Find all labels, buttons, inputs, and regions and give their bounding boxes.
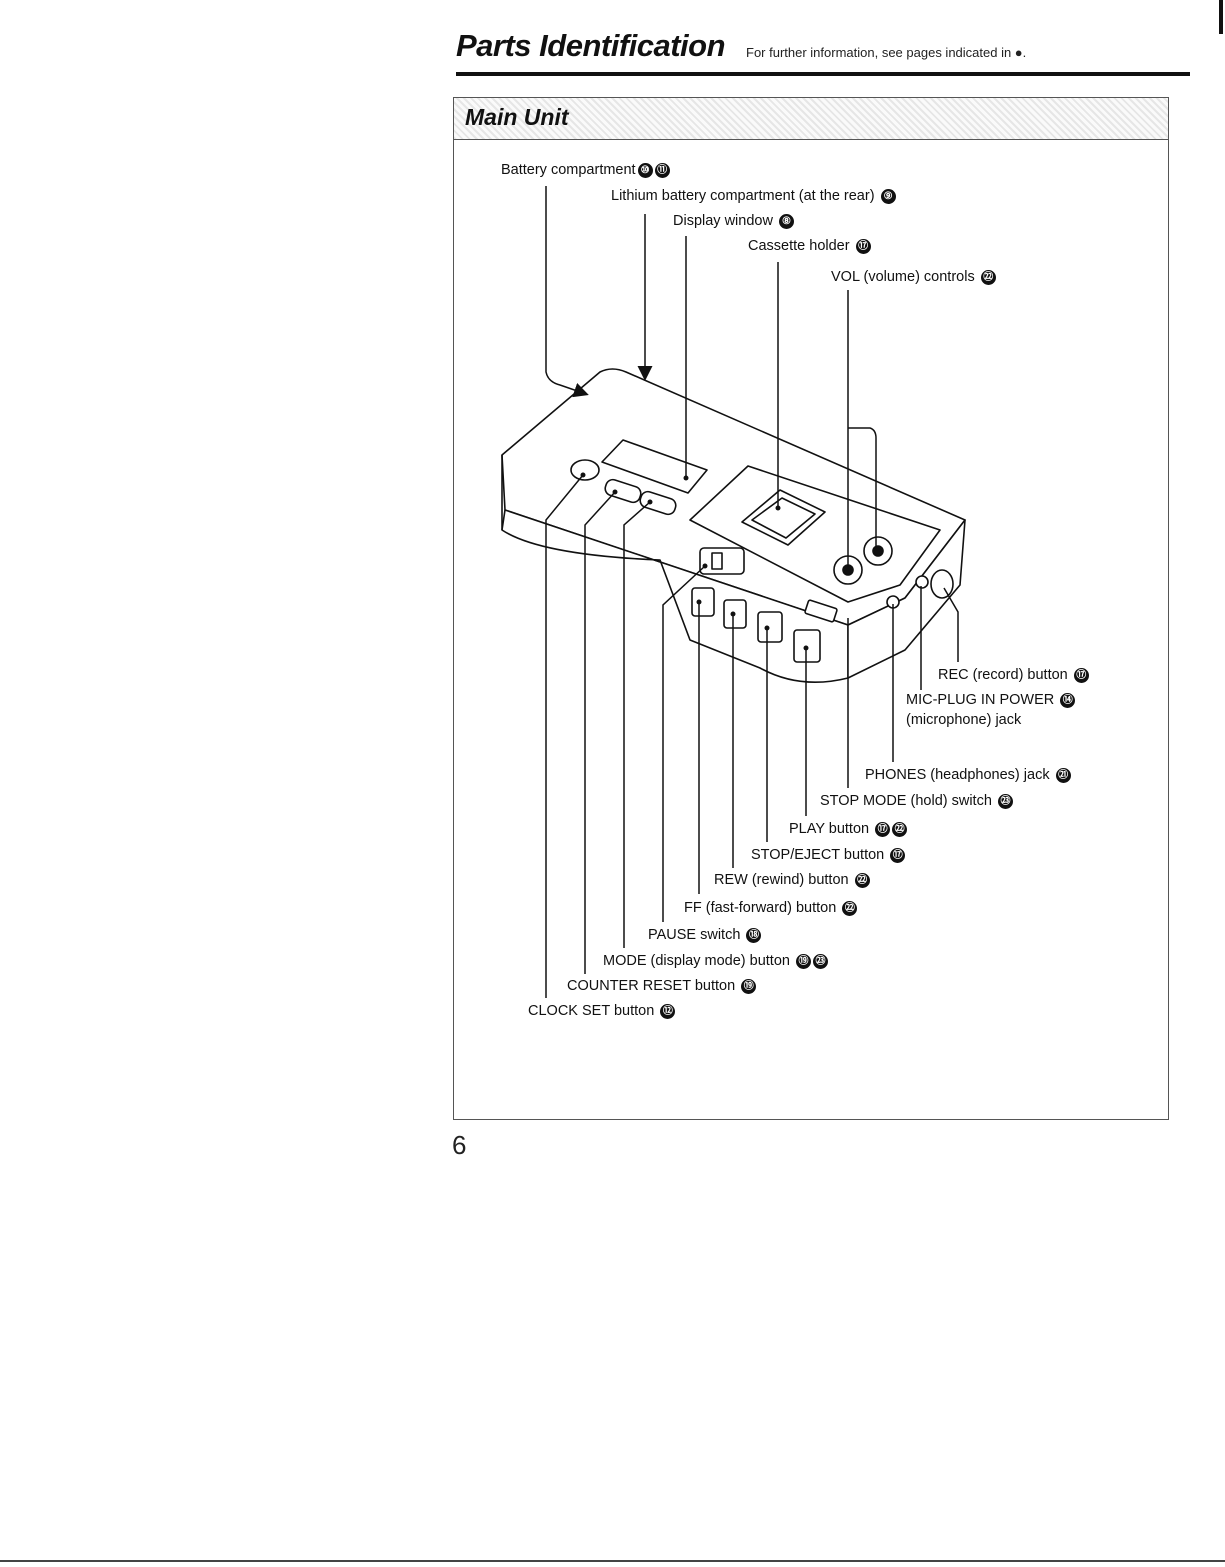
label-mic-plug-in-power: MIC-PLUG IN POWER ⑭	[906, 692, 1076, 709]
page-title: Parts Identification	[456, 28, 726, 63]
label-lithium-battery: Lithium battery compartment (at the rear…	[611, 188, 896, 205]
label-microphone-jack: (microphone) jack	[906, 712, 1022, 728]
page-subtitle: For further information, see pages indic…	[746, 45, 1027, 60]
stop-eject-button-shape	[757, 611, 783, 643]
leader-rec	[943, 587, 959, 662]
panel-title: Main Unit	[465, 104, 569, 130]
label-pause-switch: PAUSE switch ⑱	[648, 927, 762, 944]
leader-counter-reset	[584, 491, 616, 974]
leader-pause	[662, 565, 706, 922]
cassette-holder-shape	[689, 465, 941, 603]
label-vol-controls: VOL (volume) controls ㉒	[831, 269, 996, 286]
stop-mode-switch-shape	[804, 599, 838, 623]
label-stop-eject-button: STOP/EJECT button ⑰	[751, 847, 906, 864]
panel-header: Main Unit	[454, 98, 1168, 140]
leader-mode	[623, 501, 651, 948]
display-window-shape	[601, 439, 708, 494]
main-unit-panel: Main Unit	[453, 97, 1169, 1120]
mode-button-shape	[604, 478, 642, 504]
leader-battery	[545, 186, 589, 398]
label-stop-mode-switch: STOP MODE (hold) switch ㉓	[820, 793, 1013, 810]
label-cassette-holder: Cassette holder ⑰	[748, 238, 871, 255]
label-counter-reset-button: COUNTER RESET button ⑲	[567, 978, 757, 995]
label-ff-button: FF (fast-forward) button ㉒	[684, 900, 858, 917]
bottom-rule	[0, 1560, 1225, 1562]
label-display-window: Display window ⑧	[673, 213, 794, 230]
leader-clock-set	[545, 474, 584, 998]
title-rule	[456, 72, 1190, 76]
label-phones-jack: PHONES (headphones) jack ㉑	[865, 767, 1071, 784]
rec-button-shape	[930, 569, 954, 599]
mic-jack-shape	[915, 575, 929, 589]
label-rec-button: REC (record) button ⑰	[938, 667, 1089, 684]
clock-set-button-shape	[570, 459, 600, 481]
ff-button-shape	[691, 587, 715, 617]
counter-reset-button-shape	[639, 490, 677, 516]
page-number: 6	[452, 1130, 467, 1160]
label-rew-button: REW (rewind) button ㉒	[714, 872, 870, 889]
label-clock-set-button: CLOCK SET button ⑫	[528, 1003, 676, 1020]
page-edge-mark	[1219, 0, 1223, 34]
